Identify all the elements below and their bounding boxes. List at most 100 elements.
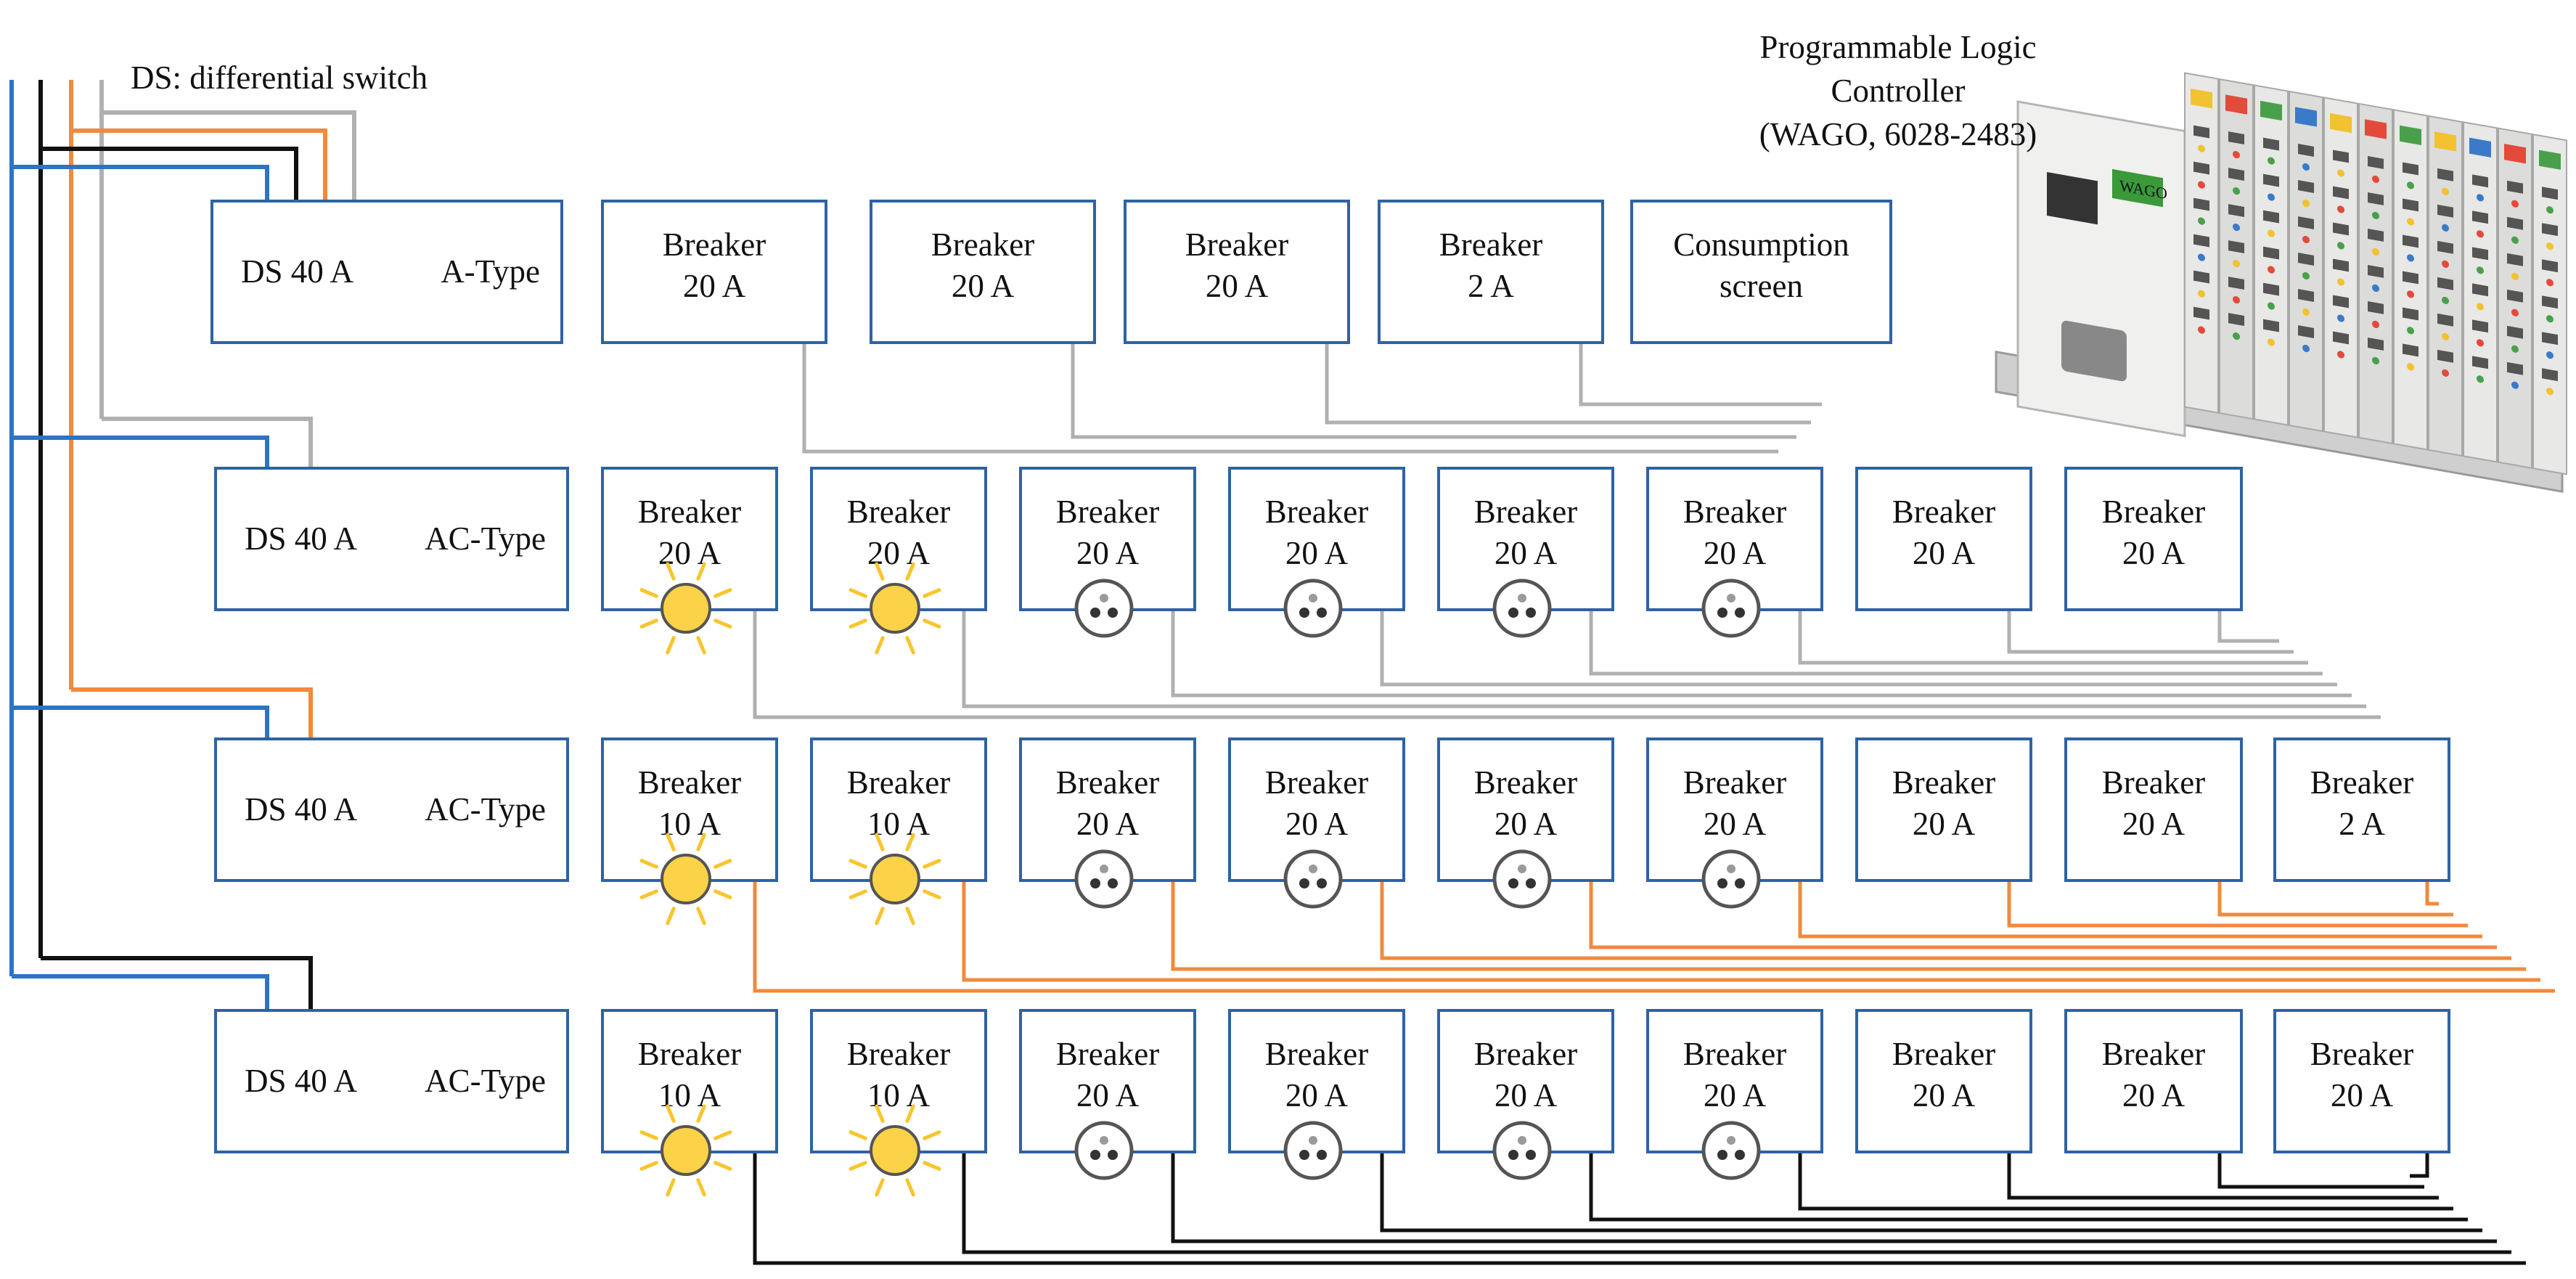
breaker-label-2-7-line-1: Breaker: [1892, 494, 1995, 530]
lamp-icon: [849, 562, 941, 655]
breaker-label-3-2-line-1: Breaker: [847, 764, 950, 801]
breaker-label-3-4-line-1: Breaker: [1265, 764, 1368, 801]
row3-breaker8-output: [2217, 880, 2453, 917]
row4-breaker4-output: [1380, 1152, 2482, 1233]
row4-breaker9-output: [2410, 1152, 2429, 1178]
outlet-icon: [1283, 849, 1343, 909]
breaker-output-lines: [753, 343, 2555, 1265]
plc-caption-line-3: (WAGO, 6028-2483): [1759, 116, 2037, 152]
lamp-icon: [849, 833, 941, 925]
breaker-label-4-8-line-2: 20 A: [2122, 1077, 2185, 1113]
row2-breaker7-output: [2007, 610, 2294, 654]
breaker-label-1-2-line-2: 20 A: [952, 268, 1015, 304]
plc-device-illustration: WAGO: [1995, 72, 2567, 494]
ds-type: A-Type: [441, 253, 540, 290]
breaker-label-4-4-line-1: Breaker: [1265, 1036, 1368, 1072]
row2-breaker8-output: [2217, 610, 2279, 643]
breaker-box-row-4-8: [2064, 1009, 2243, 1153]
row4-breaker7-output: [2007, 1152, 2439, 1200]
breaker-label-4-9-line-1: Breaker: [2310, 1036, 2413, 1072]
outlet-icon: [1283, 1121, 1343, 1180]
lamp-icon: [639, 1104, 732, 1197]
breaker-label-2-6-line-1: Breaker: [1683, 494, 1786, 530]
breaker-box-row-4-9: [2273, 1009, 2450, 1153]
breaker-box-row-1-1: [601, 200, 827, 344]
breaker-label-3-6-line-2: 20 A: [1704, 806, 1767, 842]
ds1-phase1-feed: [41, 147, 298, 201]
breaker-label-3-7-line-1: Breaker: [1892, 764, 1995, 801]
breaker-label-1-3-line-1: Breaker: [1185, 226, 1288, 263]
row1-breaker1-output: [802, 343, 1778, 454]
row1-breaker2-output: [1071, 343, 1796, 439]
breaker-label-2-5-line-2: 20 A: [1495, 535, 1558, 571]
breaker-label-4-7-line-2: 20 A: [1913, 1077, 1976, 1113]
breaker-label-4-3-line-1: Breaker: [1056, 1036, 1159, 1072]
breaker-label-4-2-line-1: Breaker: [847, 1036, 950, 1072]
breaker-box-row-2-3: [1019, 467, 1196, 611]
ds3-phase-feed: [71, 687, 313, 739]
breaker-box-row-1-3: [1124, 200, 1350, 344]
row3-breaker3-output: [1171, 880, 2526, 971]
breaker-box-row-1-4: [1378, 200, 1604, 344]
row2-breaker5-output: [1589, 610, 2323, 676]
row2-breaker1-output: [753, 610, 2381, 719]
ds-label: DS 40 A: [245, 520, 358, 557]
row4-breaker8-output: [2217, 1152, 2424, 1189]
breaker-label-2-8-line-1: Breaker: [2102, 494, 2205, 530]
ds1-phase2-feed: [71, 128, 327, 201]
lamp-icon: [639, 833, 732, 925]
breaker-label-4-6-line-2: 20 A: [1704, 1077, 1767, 1113]
breaker-label-1-2-line-1: Breaker: [931, 226, 1034, 263]
row4-breaker6-output: [1798, 1152, 2453, 1211]
breaker-box-row-2-7: [1855, 467, 2032, 611]
breaker-box-row-3-8: [2064, 737, 2243, 882]
breaker-label-2-8-line-2: 20 A: [2122, 535, 2185, 571]
ds-box-row-2: [214, 467, 569, 611]
breaker-label-2-7-line-2: 20 A: [1913, 535, 1976, 571]
breaker-label-1-1-line-2: 20 A: [683, 268, 746, 304]
breaker-label-1-5-line-2: screen: [1720, 268, 1803, 304]
outlet-icon: [1701, 579, 1761, 638]
breaker-label-4-7-line-1: Breaker: [1892, 1036, 1995, 1072]
ds3-neutral-feed: [12, 706, 269, 739]
outlet-icon: [1074, 579, 1134, 638]
row4-breaker1-output: [753, 1152, 2526, 1265]
row1-breaker3-output: [1325, 343, 1811, 425]
ds-type: AC-Type: [425, 1063, 546, 1099]
ds-type: AC-Type: [425, 791, 546, 828]
outlet-icon: [1492, 579, 1552, 638]
ds4-neutral-feed: [12, 974, 269, 1010]
ds2-phase-feed: [102, 417, 313, 468]
breaker-label-4-9-line-2: 20 A: [2331, 1077, 2394, 1113]
breaker-label-2-4-line-2: 20 A: [1285, 535, 1349, 571]
breaker-label-3-3-line-1: Breaker: [1056, 764, 1159, 801]
breaker-label-3-9-line-2: 2 A: [2339, 806, 2385, 842]
breaker-label-2-3-line-2: 20 A: [1076, 535, 1140, 571]
breaker-label-2-2-line-1: Breaker: [847, 494, 950, 530]
lamp-icon: [639, 562, 732, 655]
breaker-label-4-8-line-1: Breaker: [2102, 1036, 2205, 1072]
breaker-label-1-3-line-2: 20 A: [1206, 268, 1269, 304]
ds-box-row-1: [210, 200, 563, 344]
ds-label: DS 40 A: [245, 1063, 358, 1099]
breaker-label-4-1-line-1: Breaker: [638, 1036, 741, 1072]
breaker-label-4-6-line-1: Breaker: [1683, 1036, 1786, 1072]
row3-breaker5-output: [1589, 880, 2497, 949]
row3-breaker1-output: [753, 880, 2555, 993]
breaker-label-2-1-line-1: Breaker: [638, 494, 741, 530]
breaker-label-4-3-line-2: 20 A: [1076, 1077, 1140, 1113]
breaker-label-2-3-line-1: Breaker: [1056, 494, 1159, 530]
outlet-icon: [1701, 849, 1761, 909]
row3-breaker2-output: [962, 880, 2540, 982]
ds1-phase3-feed: [102, 110, 356, 201]
load-icons: [639, 562, 1761, 1197]
breaker-box-row-3-9: [2273, 737, 2450, 882]
breaker-box-row-2-8: [2064, 467, 2243, 611]
ds2-neutral-feed: [12, 436, 269, 468]
breaker-label-3-4-line-2: 20 A: [1285, 806, 1349, 842]
ds-box-row-3: [214, 737, 569, 882]
breaker-label-3-5-line-1: Breaker: [1474, 764, 1577, 801]
breaker-label-2-5-line-1: Breaker: [1474, 494, 1577, 530]
